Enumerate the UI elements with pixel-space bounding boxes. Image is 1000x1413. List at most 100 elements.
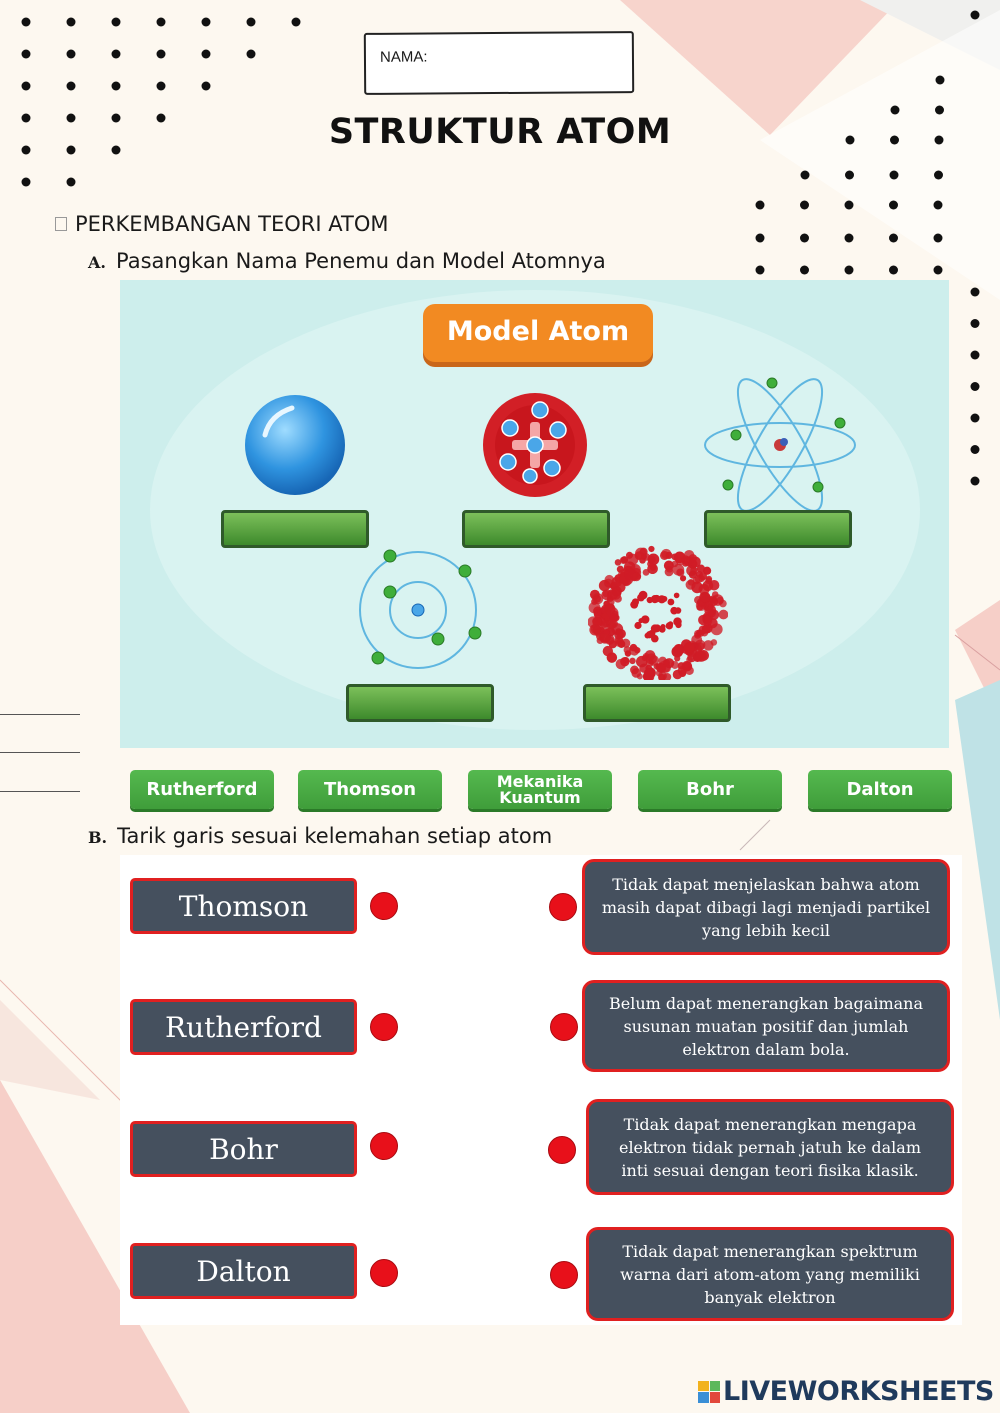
cloud-dot bbox=[608, 640, 617, 649]
cloud-dot bbox=[634, 551, 644, 561]
decor-dot bbox=[755, 233, 765, 243]
cloud-dot bbox=[611, 586, 622, 597]
decor-dot bbox=[970, 319, 980, 328]
decor-dot bbox=[111, 81, 121, 91]
cloud-dot bbox=[638, 618, 644, 624]
decor-dot bbox=[111, 49, 121, 59]
decor-dot bbox=[970, 10, 980, 20]
cloud-dot bbox=[593, 595, 602, 603]
decor-dot bbox=[66, 113, 76, 123]
cloud-dot bbox=[608, 621, 616, 629]
decor-dot bbox=[66, 145, 76, 155]
scientist-bohr: Bohr bbox=[130, 1121, 357, 1177]
decor-dot bbox=[889, 170, 899, 180]
cloud-dot bbox=[719, 599, 727, 608]
decor-dot bbox=[755, 200, 765, 210]
cloud-dot bbox=[637, 593, 645, 602]
cloud-dot bbox=[616, 565, 624, 573]
drop-slot-nuclear[interactable] bbox=[704, 510, 852, 548]
decor-dot bbox=[156, 81, 166, 91]
cloud-dot bbox=[623, 646, 632, 654]
cloud-dot bbox=[643, 668, 655, 680]
name-tile-rutherford[interactable]: Rutherford bbox=[130, 770, 274, 809]
decor-dot bbox=[21, 49, 31, 59]
decor-dot bbox=[111, 17, 121, 27]
decor-dot bbox=[156, 49, 166, 59]
cloud-dot bbox=[703, 640, 714, 651]
name-field[interactable]: NAMA: bbox=[363, 31, 635, 95]
cloud-dot bbox=[629, 643, 638, 652]
margin-line bbox=[0, 714, 80, 715]
scientist-rutherford: Rutherford bbox=[130, 999, 357, 1055]
cloud-dot bbox=[702, 601, 710, 608]
model-atom-panel: Model Atom bbox=[120, 280, 949, 748]
drop-slot-plum-pudding[interactable] bbox=[462, 510, 610, 548]
cloud-dot bbox=[673, 592, 680, 599]
decor-dot bbox=[800, 170, 810, 180]
name-tile-bohr[interactable]: Bohr bbox=[638, 770, 782, 809]
cloud-dot bbox=[687, 578, 695, 586]
decor-dot bbox=[889, 265, 898, 275]
decor-dot bbox=[845, 170, 854, 180]
cloud-dot bbox=[710, 623, 723, 636]
cloud-dot bbox=[602, 645, 614, 657]
decor-dot bbox=[201, 17, 211, 27]
decor-dot bbox=[291, 17, 301, 27]
decor-dot bbox=[845, 135, 855, 145]
part-a-letter: A. bbox=[88, 253, 106, 272]
cloud-dot bbox=[704, 615, 712, 623]
decor-dot bbox=[933, 233, 943, 243]
drop-slot-quantum[interactable] bbox=[583, 684, 731, 722]
match-dot-right[interactable] bbox=[548, 1136, 576, 1164]
decor-dot bbox=[800, 265, 809, 275]
solid-sphere-model-icon bbox=[245, 395, 345, 495]
cloud-dot bbox=[601, 589, 613, 601]
bohr-shell-model-icon bbox=[359, 549, 482, 669]
cloud-dot bbox=[674, 655, 681, 662]
cloud-dot bbox=[647, 553, 660, 566]
cloud-dot bbox=[673, 617, 682, 626]
nuclear-orbit-model-icon bbox=[704, 377, 856, 510]
decor-dot bbox=[970, 287, 980, 297]
match-dot-left[interactable] bbox=[370, 1259, 398, 1287]
decor-dot bbox=[66, 81, 76, 91]
cloud-dot bbox=[590, 624, 601, 635]
match-dot-right[interactable] bbox=[550, 1261, 578, 1289]
cloud-dot bbox=[647, 563, 658, 575]
drop-slot-bohr[interactable] bbox=[346, 684, 494, 722]
cloud-dot bbox=[672, 669, 683, 680]
cloud-dot bbox=[674, 607, 682, 614]
cloud-dot bbox=[698, 650, 709, 661]
name-tile-thomson[interactable]: Thomson bbox=[298, 770, 442, 809]
page-title: STRUKTUR ATOM bbox=[328, 112, 672, 152]
cloud-dot bbox=[718, 609, 728, 620]
cloud-dot bbox=[634, 621, 642, 630]
weakness-box-1: Tidak dapat menjelaskan bahwa atom masih… bbox=[582, 859, 950, 955]
match-dot-left[interactable] bbox=[370, 1013, 398, 1041]
decor-dot bbox=[156, 17, 166, 27]
match-dot-left[interactable] bbox=[370, 1132, 398, 1160]
decor-dot bbox=[21, 81, 31, 91]
cloud-dot bbox=[686, 565, 697, 576]
decor-dot bbox=[21, 177, 31, 187]
name-tile-mekanika-kuantum[interactable]: Mekanika Kuantum bbox=[468, 770, 612, 809]
part-a-instruction: A. Pasangkan Nama Penemu dan Model Atomn… bbox=[88, 249, 606, 273]
match-dot-right[interactable] bbox=[549, 893, 577, 921]
weakness-box-3: Tidak dapat menerangkan mengapa elektron… bbox=[586, 1099, 954, 1195]
decor-dot bbox=[21, 17, 31, 27]
match-dot-left[interactable] bbox=[370, 892, 398, 920]
drop-slot-sphere[interactable] bbox=[221, 510, 369, 548]
bullet-box-icon bbox=[55, 217, 67, 231]
cloud-dot bbox=[658, 626, 666, 633]
decor-dot bbox=[933, 200, 943, 210]
name-tile-dalton[interactable]: Dalton bbox=[808, 770, 952, 809]
cloud-dot bbox=[609, 612, 619, 622]
decor-dot bbox=[933, 265, 943, 275]
match-dot-right[interactable] bbox=[550, 1013, 578, 1041]
cloud-dot bbox=[647, 630, 656, 638]
section-heading-text: PERKEMBANGAN TEORI ATOM bbox=[75, 212, 389, 236]
decor-dot bbox=[246, 49, 256, 59]
decor-dot bbox=[970, 476, 980, 486]
cloud-dot bbox=[663, 560, 674, 571]
cloud-dot bbox=[672, 563, 685, 576]
